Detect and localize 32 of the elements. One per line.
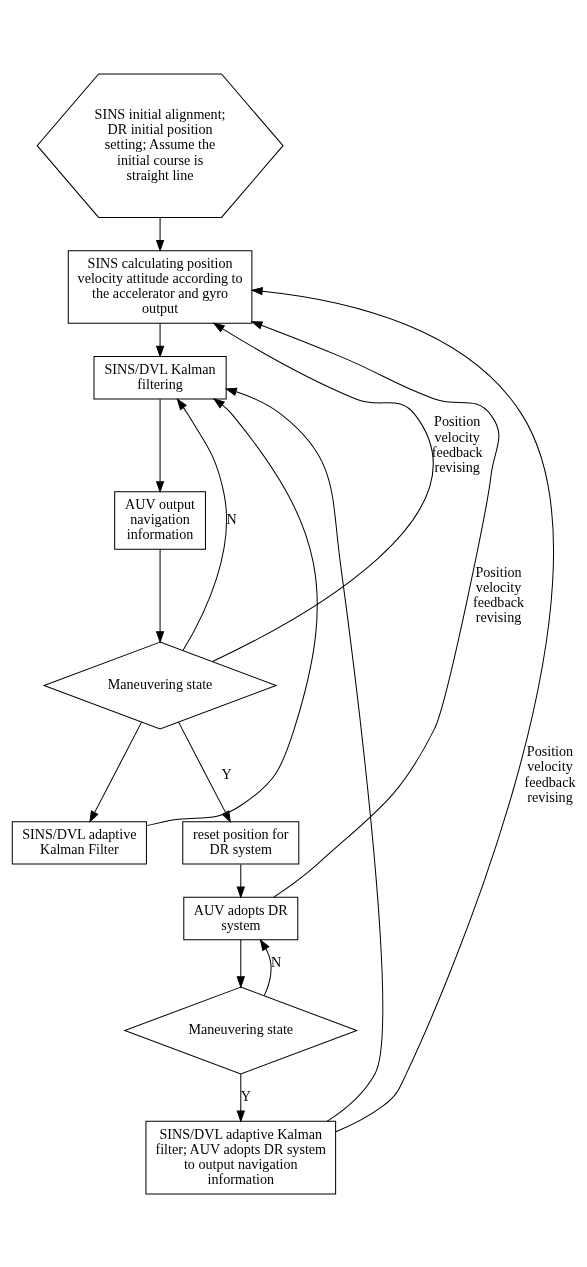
- arrow: [146, 397, 318, 826]
- arrow: [224, 387, 384, 1122]
- node-diamond: Maneuvering state: [42, 641, 278, 729]
- arrow: [178, 721, 231, 823]
- arrow: [250, 320, 500, 898]
- arrow: [89, 721, 143, 823]
- node-box: SINS calculating position velocity attitude according to the accelerator and gyro output: [67, 249, 253, 324]
- arrow: [259, 938, 272, 996]
- arrow: [155, 322, 165, 358]
- node-box: reset position for DR system: [182, 820, 300, 865]
- arrow: [176, 397, 228, 651]
- edge-label: N: [226, 510, 237, 527]
- arrow: [212, 322, 434, 662]
- node-box: SINS/DVL adaptive Kalman Filter: [11, 820, 147, 865]
- edge-label: Position velocity feedback revising: [473, 563, 525, 625]
- node-box: SINS/DVL adaptive Kalman filter; AUV adopts DR system to output navigation information: [145, 1120, 337, 1194]
- edge-label: Y: [221, 765, 232, 782]
- arrow: [236, 1073, 246, 1123]
- arrow: [250, 286, 554, 1132]
- arrow: [155, 216, 165, 252]
- edge-label: Y: [240, 1087, 251, 1104]
- arrow: [236, 863, 246, 899]
- edge-label: N: [271, 953, 282, 970]
- node-diamond: Maneuvering state: [123, 986, 359, 1074]
- edge-label: Position velocity feedback revising: [431, 412, 483, 475]
- node-box: AUV output navigation information: [114, 490, 206, 550]
- node-box: AUV adopts DR system: [183, 896, 299, 940]
- arrow: [155, 548, 165, 643]
- arrow: [155, 398, 165, 493]
- arrow: [236, 938, 246, 988]
- edge-label: Position velocity feedback revising: [524, 742, 576, 805]
- node-box: SINS/DVL Kalman filtering: [93, 355, 227, 399]
